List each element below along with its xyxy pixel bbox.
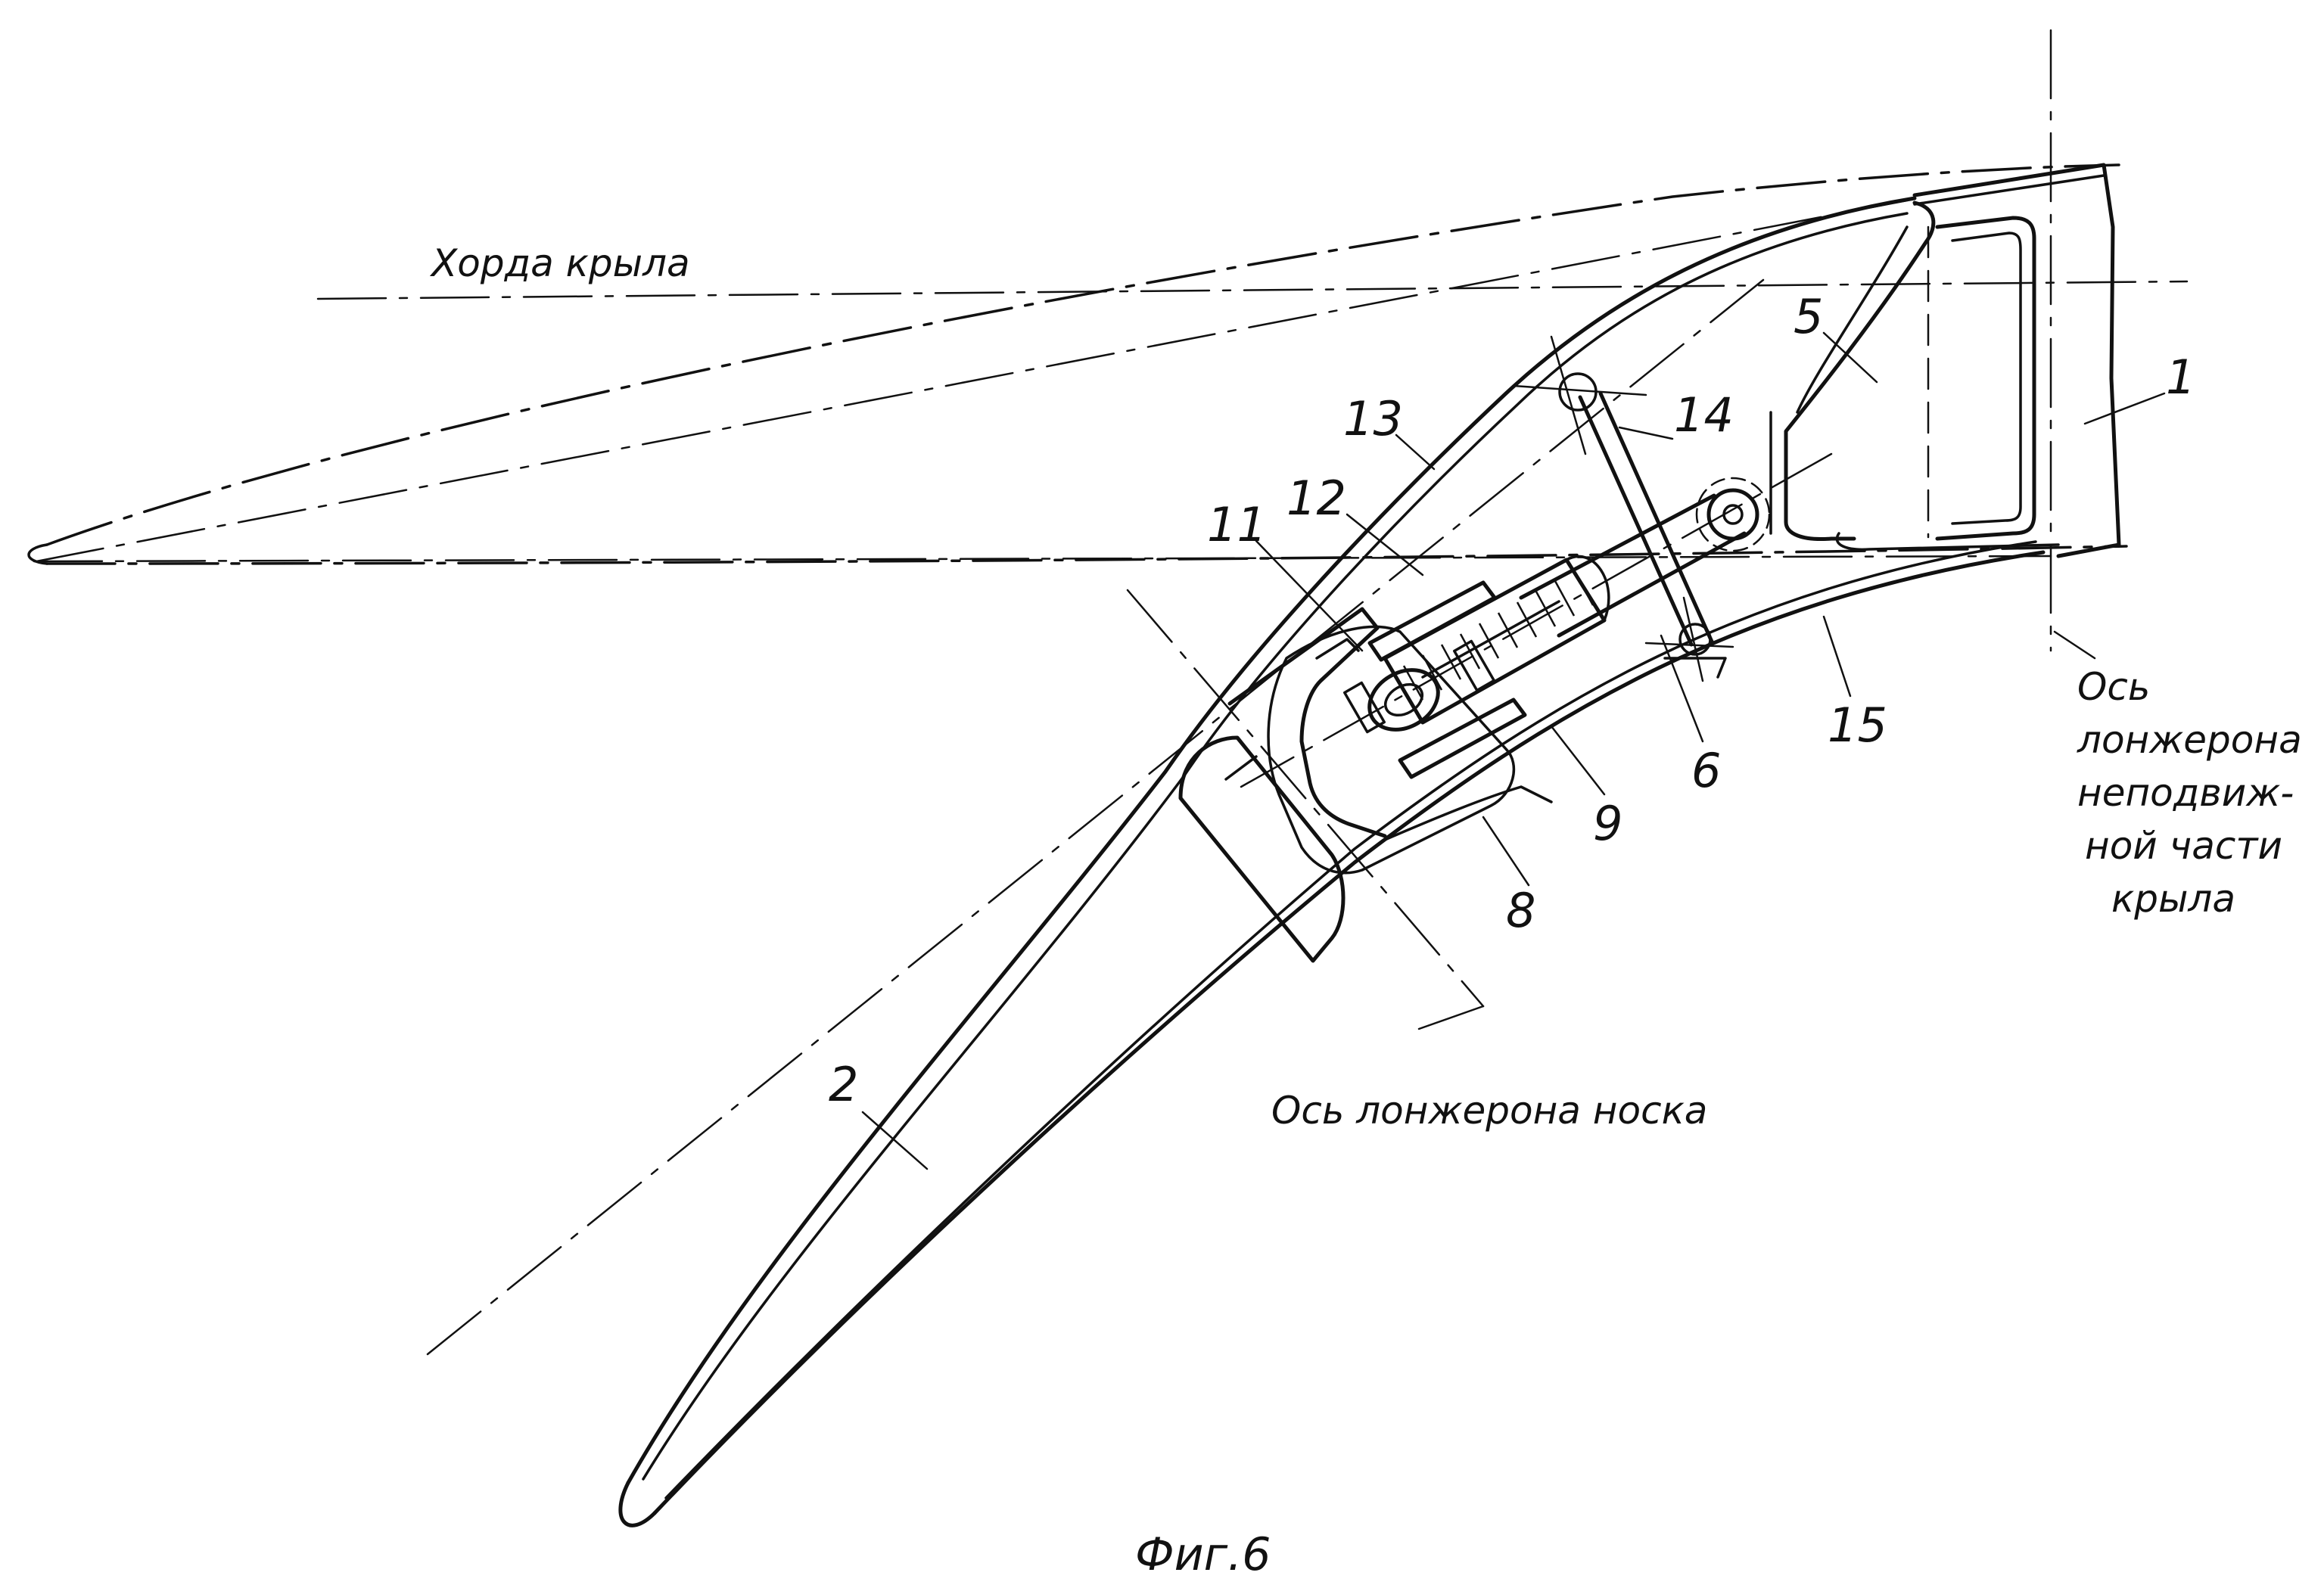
nose-spar-axis-line [1126,589,1485,1008]
nose-rear-web-inner [1796,225,1909,414]
nose-spar-axis-label: Ось лонжерона носка [1271,1089,1707,1133]
nose-lower-inner-rib [1383,785,1553,841]
callout-5: 5 [1794,289,1823,344]
construction-lines [33,29,2189,1356]
leader-15 [1822,615,1852,698]
main-pivot-clearance [1695,477,1771,552]
link-rod [1578,395,1694,647]
bolt-left [1342,681,1386,734]
nose-lower-skin [652,550,2046,1515]
upper-hinge-cross-h [1512,384,1647,396]
nose-spar-leader [1417,1005,1485,1030]
callout-9: 9 [1593,796,1622,851]
callout-6: 6 [1691,743,1721,798]
actuator-rod [1421,600,1560,679]
leader-2 [861,1111,929,1170]
main-pivot [1706,488,1759,541]
guide-plate-upper [1367,580,1497,662]
nose-chord-line [426,278,1765,1356]
deflected-nose [618,196,2046,1527]
leading-edge-rounding [27,543,48,565]
callout-11: 11 [1207,497,1267,552]
callout-8: 8 [1506,883,1535,938]
deflected-chord-line [35,199,1909,563]
callout-1: 1 [2166,350,2195,405]
leader-11 [1255,539,1364,652]
mechanism [1240,335,1833,788]
lower-hinge-cross-h [1644,642,1734,648]
wing-profile-undeflected [27,163,2128,565]
leader-1 [2083,392,2166,425]
leader-6 [1660,634,1704,743]
guide-plate-lower [1398,698,1527,779]
fixed-spar-axis-label-4: ной части [2085,824,2282,868]
nose-lower-skin-inner [664,540,2037,1499]
callout-14: 14 [1674,387,1734,443]
actuator-arm-lower [1557,531,1747,638]
caption-texts: Хорда крыла Ось лонжерона носка Ось лонж… [429,241,2302,1581]
wing-chord-line [316,280,2189,300]
chord-label: Хорда крыла [429,241,690,285]
leader-5 [1822,331,1878,384]
nose-spar-box-outer [1227,607,1387,838]
leader-13 [1395,434,1436,471]
nose-upper-skin-inner [642,212,1909,1481]
lower-hinge-bracket [1663,657,1727,679]
nose-tip [618,1481,657,1527]
fixed-spar-axis-label-1: Ось [2077,665,2150,709]
actuator-end-cap [1565,555,1610,622]
callout-15: 15 [1828,698,1887,753]
callout-2: 2 [829,1057,858,1112]
profile-lower-surface [45,545,2128,565]
fixed-spar-box-inner [1951,232,2022,525]
leader-12 [1346,513,1424,576]
figure-caption: Фиг.6 [1135,1528,1271,1581]
lower-hinge-cross-v [1682,596,1704,682]
fixed-spar-leader [2053,630,2096,660]
roller-inner [1384,682,1423,717]
profile-upper-surface [45,163,2120,546]
fixed-spar-axis-label-3: неподвиж- [2077,771,2294,815]
leader-14 [1618,426,1674,440]
fixed-wing-part [1835,163,2121,558]
nose-front-cell-wall [1224,755,1258,781]
nose-front-cell [1178,735,1346,963]
nose-spar-box-inner [1315,638,1360,660]
leader-lines [861,331,2166,1170]
actuator-arm-upper [1519,493,1716,600]
leader-9 [1550,725,1606,796]
fixed-upper-skin-inner [1913,174,2105,206]
roller [1367,668,1440,732]
lower-chord-line [33,555,2052,563]
nose-upper-skin [626,196,1917,1485]
callout-13: 13 [1343,391,1403,446]
fixed-upper-skin [1912,163,2121,558]
callout-numbers: 1 2 5 6 8 9 11 12 13 14 15 [829,289,2195,1112]
link-rod-second [1598,391,1714,644]
main-pivot-pin [1722,504,1744,525]
callout-12: 12 [1286,471,1346,526]
upper-hinge-cross-v [1550,335,1587,455]
fixed-spar-axis-label-2: лонжерона [2077,718,2302,762]
nose-rear-web [1784,200,1936,542]
fixed-spar-axis-label-5: крыла [2111,877,2235,921]
lower-hinge [1678,623,1712,656]
leader-8 [1482,816,1530,887]
nose-middle-cell [1267,625,1516,875]
bolt-right [1452,639,1496,692]
fixed-spar-box [1935,216,2036,541]
actuator-axis [1240,452,1833,788]
actuator [1342,555,1610,779]
